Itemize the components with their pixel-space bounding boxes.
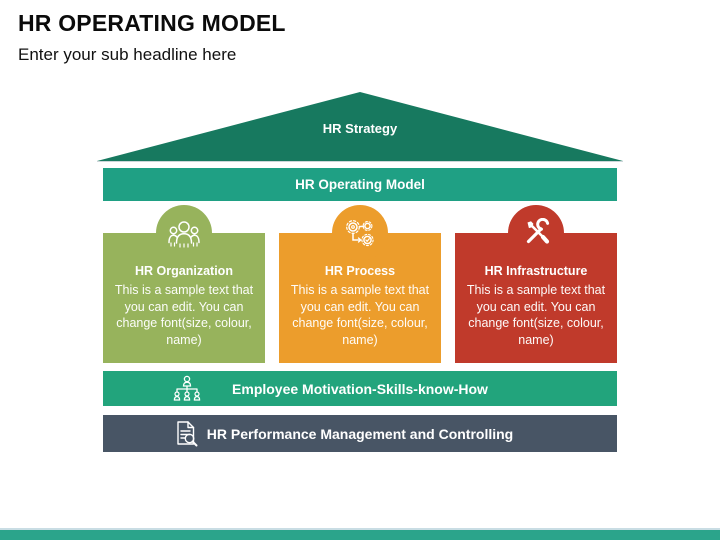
roof-label: HR Strategy — [322, 121, 398, 136]
org-hierarchy-icon — [171, 375, 203, 403]
operating-model-bar: HR Operating Model — [103, 168, 617, 201]
column-body-text: This is a sample text that you can edit.… — [466, 283, 606, 347]
column-title: HR Process — [324, 264, 396, 278]
column-body-text: This is a sample text that you can edit.… — [114, 283, 254, 347]
operating-model-label: HR Operating Model — [295, 177, 425, 192]
column-icon-circle — [508, 205, 564, 261]
page-subtitle: Enter your sub headline here — [18, 45, 237, 64]
column-title: HR Infrastructure — [484, 264, 588, 278]
employee-motivation-label: Employee Motivation-Skills-know-How — [232, 380, 488, 397]
performance-management-label: HR Performance Management and Controllin… — [206, 425, 514, 442]
column-hr-organization: HR Organization This is a sample text th… — [103, 205, 265, 363]
column-content: HR Organization This is a sample text th… — [103, 233, 265, 348]
column-hr-process: HR Process This is a sample text that yo… — [279, 205, 441, 363]
column-content: HR Process This is a sample text that yo… — [279, 233, 441, 348]
column-icon-circle — [332, 205, 388, 261]
roof-triangle: HR Strategy — [97, 92, 623, 161]
column-body-text: This is a sample text that you can edit.… — [290, 283, 430, 347]
performance-management-bar: HR Performance Management and Controllin… — [103, 415, 617, 452]
document-search-icon — [171, 419, 201, 449]
column-title: HR Organization — [135, 264, 233, 278]
employee-motivation-bar: Employee Motivation-Skills-know-How — [103, 371, 617, 406]
footer-accent-strip — [0, 530, 720, 540]
column-content: HR Infrastructure This is a sample text … — [455, 233, 617, 348]
people-group-icon — [166, 218, 202, 248]
page-title: HR OPERATING MODEL — [18, 10, 286, 36]
column-hr-infrastructure: HR Infrastructure This is a sample text … — [455, 205, 617, 363]
column-icon-circle — [156, 205, 212, 261]
tools-icon — [520, 218, 552, 248]
roof-base-strip — [97, 161, 623, 168]
process-gears-icon — [343, 218, 377, 248]
footer-hairline — [0, 528, 720, 530]
